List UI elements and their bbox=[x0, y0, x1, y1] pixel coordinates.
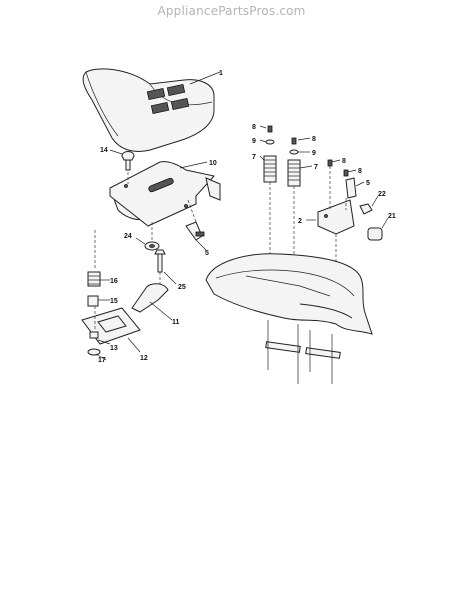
callout-label: 8 bbox=[342, 158, 346, 165]
washer-24-part[interactable] bbox=[144, 241, 160, 251]
lever-11-part[interactable] bbox=[131, 283, 169, 313]
callout-label: 21 bbox=[388, 213, 396, 220]
site-watermark: AppliancePartsPros.com bbox=[157, 4, 306, 18]
knob-21-part[interactable] bbox=[367, 227, 383, 241]
bolt-8-right-part[interactable] bbox=[291, 137, 297, 145]
callout-label: 14 bbox=[100, 147, 108, 154]
callout-label: 9 bbox=[312, 150, 316, 157]
washer-17-part[interactable] bbox=[87, 348, 101, 356]
spring-7-right-part[interactable] bbox=[287, 159, 301, 187]
callout-label: 22 bbox=[378, 191, 386, 198]
callout-label: 8 bbox=[252, 124, 256, 131]
bracket-plate-12-part[interactable] bbox=[81, 307, 141, 345]
bolt-25-part[interactable] bbox=[154, 249, 166, 273]
callout-label: 11 bbox=[172, 319, 180, 326]
washer-9-right-part[interactable] bbox=[289, 149, 299, 155]
callout-label: 16 bbox=[110, 278, 118, 285]
seat-part[interactable] bbox=[82, 68, 215, 152]
callout-label: 12 bbox=[140, 355, 148, 362]
callout-label: 5 bbox=[366, 180, 370, 187]
callout-label: 7 bbox=[252, 154, 256, 161]
spring-7-left-part[interactable] bbox=[263, 155, 277, 183]
callout-label: 8 bbox=[312, 136, 316, 143]
nut-22-part[interactable] bbox=[359, 203, 373, 215]
callout-label: 25 bbox=[178, 284, 186, 291]
callout-label: 1 bbox=[219, 70, 223, 77]
callout-label: 17 bbox=[98, 357, 106, 364]
callout-label: 24 bbox=[124, 233, 132, 240]
spring-16-part[interactable] bbox=[87, 271, 101, 287]
bolt-8-mid-part[interactable] bbox=[327, 159, 333, 167]
knob-part[interactable] bbox=[121, 151, 135, 171]
callout-label: 13 bbox=[110, 345, 118, 352]
bracket-2-part[interactable] bbox=[317, 199, 355, 235]
bolt-8-left-part[interactable] bbox=[267, 125, 273, 133]
bracket-5-right-part[interactable] bbox=[345, 177, 357, 199]
callout-label: 9 bbox=[252, 138, 256, 145]
chassis-fender-part bbox=[205, 253, 373, 384]
callout-label: 5 bbox=[205, 250, 209, 257]
washer-9-left-part[interactable] bbox=[265, 139, 275, 145]
callout-label: 10 bbox=[209, 160, 217, 167]
bracket-5-part[interactable] bbox=[185, 221, 205, 241]
seat-plate-part[interactable] bbox=[109, 161, 221, 227]
callout-label: 8 bbox=[358, 168, 362, 175]
callout-label: 2 bbox=[298, 218, 302, 225]
nut-13-part[interactable] bbox=[89, 331, 99, 339]
callout-label: 15 bbox=[110, 298, 118, 305]
bolt-8-far-part[interactable] bbox=[343, 169, 349, 177]
callout-label: 7 bbox=[314, 164, 318, 171]
bushing-15-part[interactable] bbox=[87, 295, 99, 307]
